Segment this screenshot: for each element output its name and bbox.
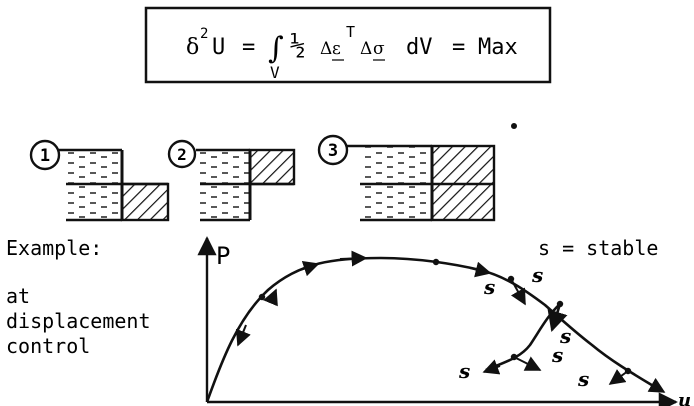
curve-point [258, 293, 266, 301]
case-1-hatched-bottom [120, 182, 170, 222]
stray-dot [511, 123, 517, 129]
formula-max: Max [478, 35, 518, 60]
formula-eps: ε [332, 39, 341, 59]
direction-arrow [263, 288, 278, 307]
load-displacement-plot: P u s s s s s s [197, 236, 691, 406]
case-2-block-bottom [200, 184, 250, 220]
formula-delta: δ [186, 35, 199, 60]
direction-arrow [299, 260, 320, 277]
formula-box: δ 2 U = ∫ V ½ Δ ε T Δ σ dV = Max [144, 6, 552, 84]
case-3-badge [317, 134, 349, 166]
x-axis-label: u [678, 390, 691, 406]
case-1: 1 [29, 139, 170, 222]
curve-point [432, 258, 440, 266]
formula-dv: dV [406, 35, 433, 60]
formula-delta2: Δ [360, 39, 372, 59]
direction-arrow [547, 303, 568, 332]
case-2-block-top [200, 150, 250, 184]
stable-marker: s [551, 343, 563, 367]
formula-equals2: = [452, 35, 465, 60]
direction-arrow [469, 261, 492, 278]
stable-marker: s [531, 263, 543, 287]
formula-var: U [212, 35, 225, 60]
condition-line-3: control [6, 334, 90, 358]
stable-legend: s = stable [538, 236, 658, 260]
direction-arrow [513, 356, 542, 371]
case-2: 2 [167, 139, 296, 222]
condition-line-2: displacement [6, 309, 151, 333]
direction-arrow [510, 278, 526, 306]
case-3-block-top [360, 146, 432, 184]
case-3-label: 3 [328, 141, 338, 161]
direction-arrow [608, 369, 629, 385]
case-1-block-top [66, 150, 122, 184]
formula-half: ½ [290, 31, 306, 61]
stable-marker: s [577, 367, 589, 391]
formula-equals: = [242, 35, 255, 60]
case-1-label: 1 [40, 146, 50, 166]
stable-marker: s [559, 324, 571, 348]
condition-line-1: at [6, 284, 30, 308]
case-3-block-bottom [360, 184, 432, 220]
case-1-block-bottom [66, 184, 122, 220]
direction-arrow [235, 324, 251, 347]
case-2-hatched-top [248, 148, 296, 186]
formula-integral: ∫ [268, 31, 284, 66]
direction-arrow [482, 359, 501, 375]
case-3: 3 [317, 134, 496, 222]
example-heading: Example: [6, 236, 102, 260]
bifurcation-branch [485, 303, 561, 372]
direction-arrow [339, 250, 368, 267]
case-1-badge [29, 139, 61, 171]
formula-exp: 2 [200, 26, 208, 42]
stable-marker: s [483, 275, 495, 299]
formula-delta1: Δ [320, 39, 332, 59]
formula-sigma: σ [373, 39, 385, 59]
formula-transpose: T [346, 23, 355, 41]
formula-domain: V [270, 63, 280, 82]
case-2-label: 2 [177, 145, 187, 164]
direction-arrow [644, 377, 666, 393]
equilibrium-curve [205, 256, 661, 403]
case-3-hatched [430, 144, 496, 222]
case-2-badge [167, 139, 197, 169]
y-axis-label: P [216, 242, 230, 270]
stable-marker: s [458, 359, 470, 383]
